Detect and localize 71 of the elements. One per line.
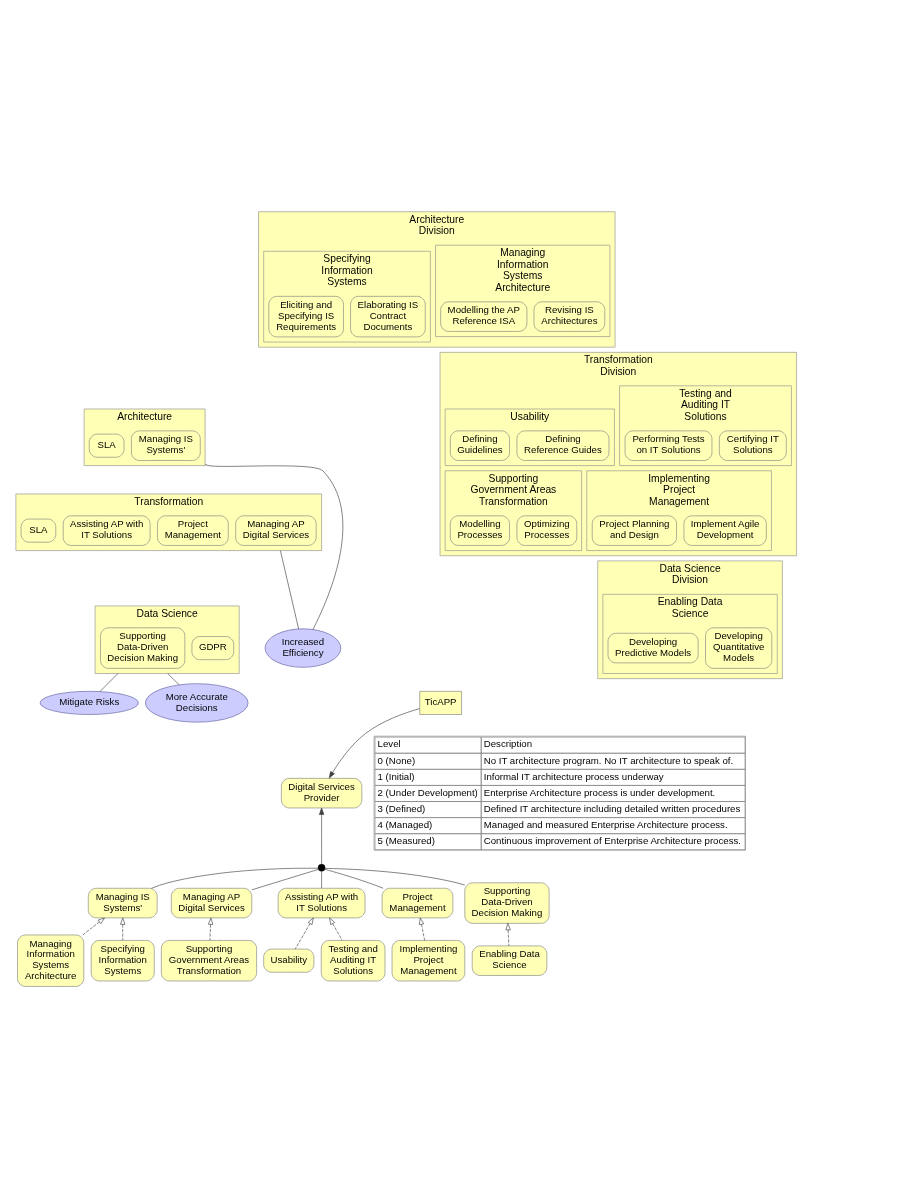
connector	[321, 870, 322, 889]
node-box: Managing IS Systems'	[131, 430, 201, 461]
label: 2 (Under Development)	[377, 786, 478, 798]
node-box: Digital Services Provider	[281, 778, 363, 809]
node-box: Enabling Data Science	[471, 945, 548, 976]
label: Continuous improvement of Enterprise Architecture process.	[483, 835, 742, 846]
label: Level	[377, 738, 401, 750]
label: Description	[483, 738, 533, 750]
label: Informal IT architecture process underway	[483, 770, 664, 782]
node-box: Optimizing Processes	[516, 515, 578, 546]
arrow	[418, 917, 425, 941]
node-box: Developing Predictive Models	[607, 632, 699, 664]
node-box: Usability	[263, 948, 315, 973]
node-box: Modelling Processes	[450, 515, 510, 546]
node-box: Eliciting and Specifying IS Requirements	[268, 296, 344, 338]
node-box: Managing AP Digital Services	[235, 515, 317, 546]
connector	[151, 867, 319, 889]
label: 1 (Initial)	[377, 770, 415, 782]
node-box: Implementing Project Management	[391, 940, 466, 982]
connector	[280, 550, 299, 630]
arrow	[294, 917, 314, 950]
node-box: Supporting Data-Driven Decision Making	[464, 882, 550, 924]
connector	[251, 869, 319, 891]
label: 4 (Managed)	[377, 818, 433, 830]
node-box: Defining Reference Guides	[516, 430, 610, 461]
connector	[324, 868, 384, 889]
node-box: Managing AP Digital Services	[171, 887, 253, 919]
node-box: SLA	[20, 518, 57, 543]
connector	[204, 464, 344, 630]
node-circle	[317, 863, 326, 872]
node-box: Elaborating IS Contract Documents	[350, 296, 426, 338]
arrow	[319, 807, 325, 865]
node-box: Managing Information Systems Architecture	[17, 934, 85, 987]
connector	[167, 673, 180, 686]
node-box: Developing Quantitative Models	[705, 627, 773, 669]
node-ellipse: Mitigate Risks	[39, 691, 139, 715]
node-ellipse: More Accurate Decisions	[145, 683, 249, 723]
label: 0 (None)	[377, 754, 416, 766]
node-box: Specifying Information Systems	[90, 940, 155, 982]
node-box: Project Planning and Design	[591, 515, 677, 546]
node-box: Testing and Auditing IT Solutions	[320, 940, 386, 982]
node-box: Managing IS Systems'	[87, 887, 158, 919]
arrow	[328, 708, 420, 779]
node-box: GDPR	[191, 636, 235, 660]
arrow	[120, 917, 126, 941]
node-ellipse: Increased Efficiency	[264, 628, 342, 668]
label: Defined IT architecture including detailed written procedures	[483, 802, 741, 814]
label: 3 (Defined)	[377, 802, 426, 814]
arrow	[82, 917, 105, 936]
label: 5 (Measured)	[377, 835, 435, 846]
node-box: Performing Tests on IT Solutions	[624, 430, 713, 461]
node-box: Project Management	[381, 887, 454, 919]
node-box: Revising IS Architectures	[533, 301, 606, 332]
node-box: TicAPP	[419, 691, 462, 715]
node-box: Assisting AP with IT Solutions	[62, 515, 151, 546]
node-box: Certifying IT Solutions	[719, 430, 787, 461]
node-box: Supporting Government Areas Transformation	[161, 940, 257, 982]
label: Enterprise Architecture process is under development.	[483, 786, 716, 798]
node-box: SLA	[88, 433, 125, 458]
arrow	[208, 917, 214, 941]
node-box: Project Management	[157, 515, 229, 546]
node-box: Defining Guidelines	[450, 430, 510, 461]
label: Managed and measured Enterprise Architecture process.	[483, 818, 728, 830]
node-box: Modelling the AP Reference ISA	[440, 301, 528, 332]
label: No IT architecture program. No IT architecture to speak of.	[483, 754, 734, 766]
node-box: Assisting AP with IT Solutions	[277, 887, 366, 919]
arrow	[505, 923, 511, 947]
node-box: Supporting Data-Driven Decision Making	[100, 627, 186, 669]
connector	[324, 868, 466, 886]
arrow	[329, 917, 343, 941]
node-box: Implement Agile Development	[683, 515, 767, 546]
